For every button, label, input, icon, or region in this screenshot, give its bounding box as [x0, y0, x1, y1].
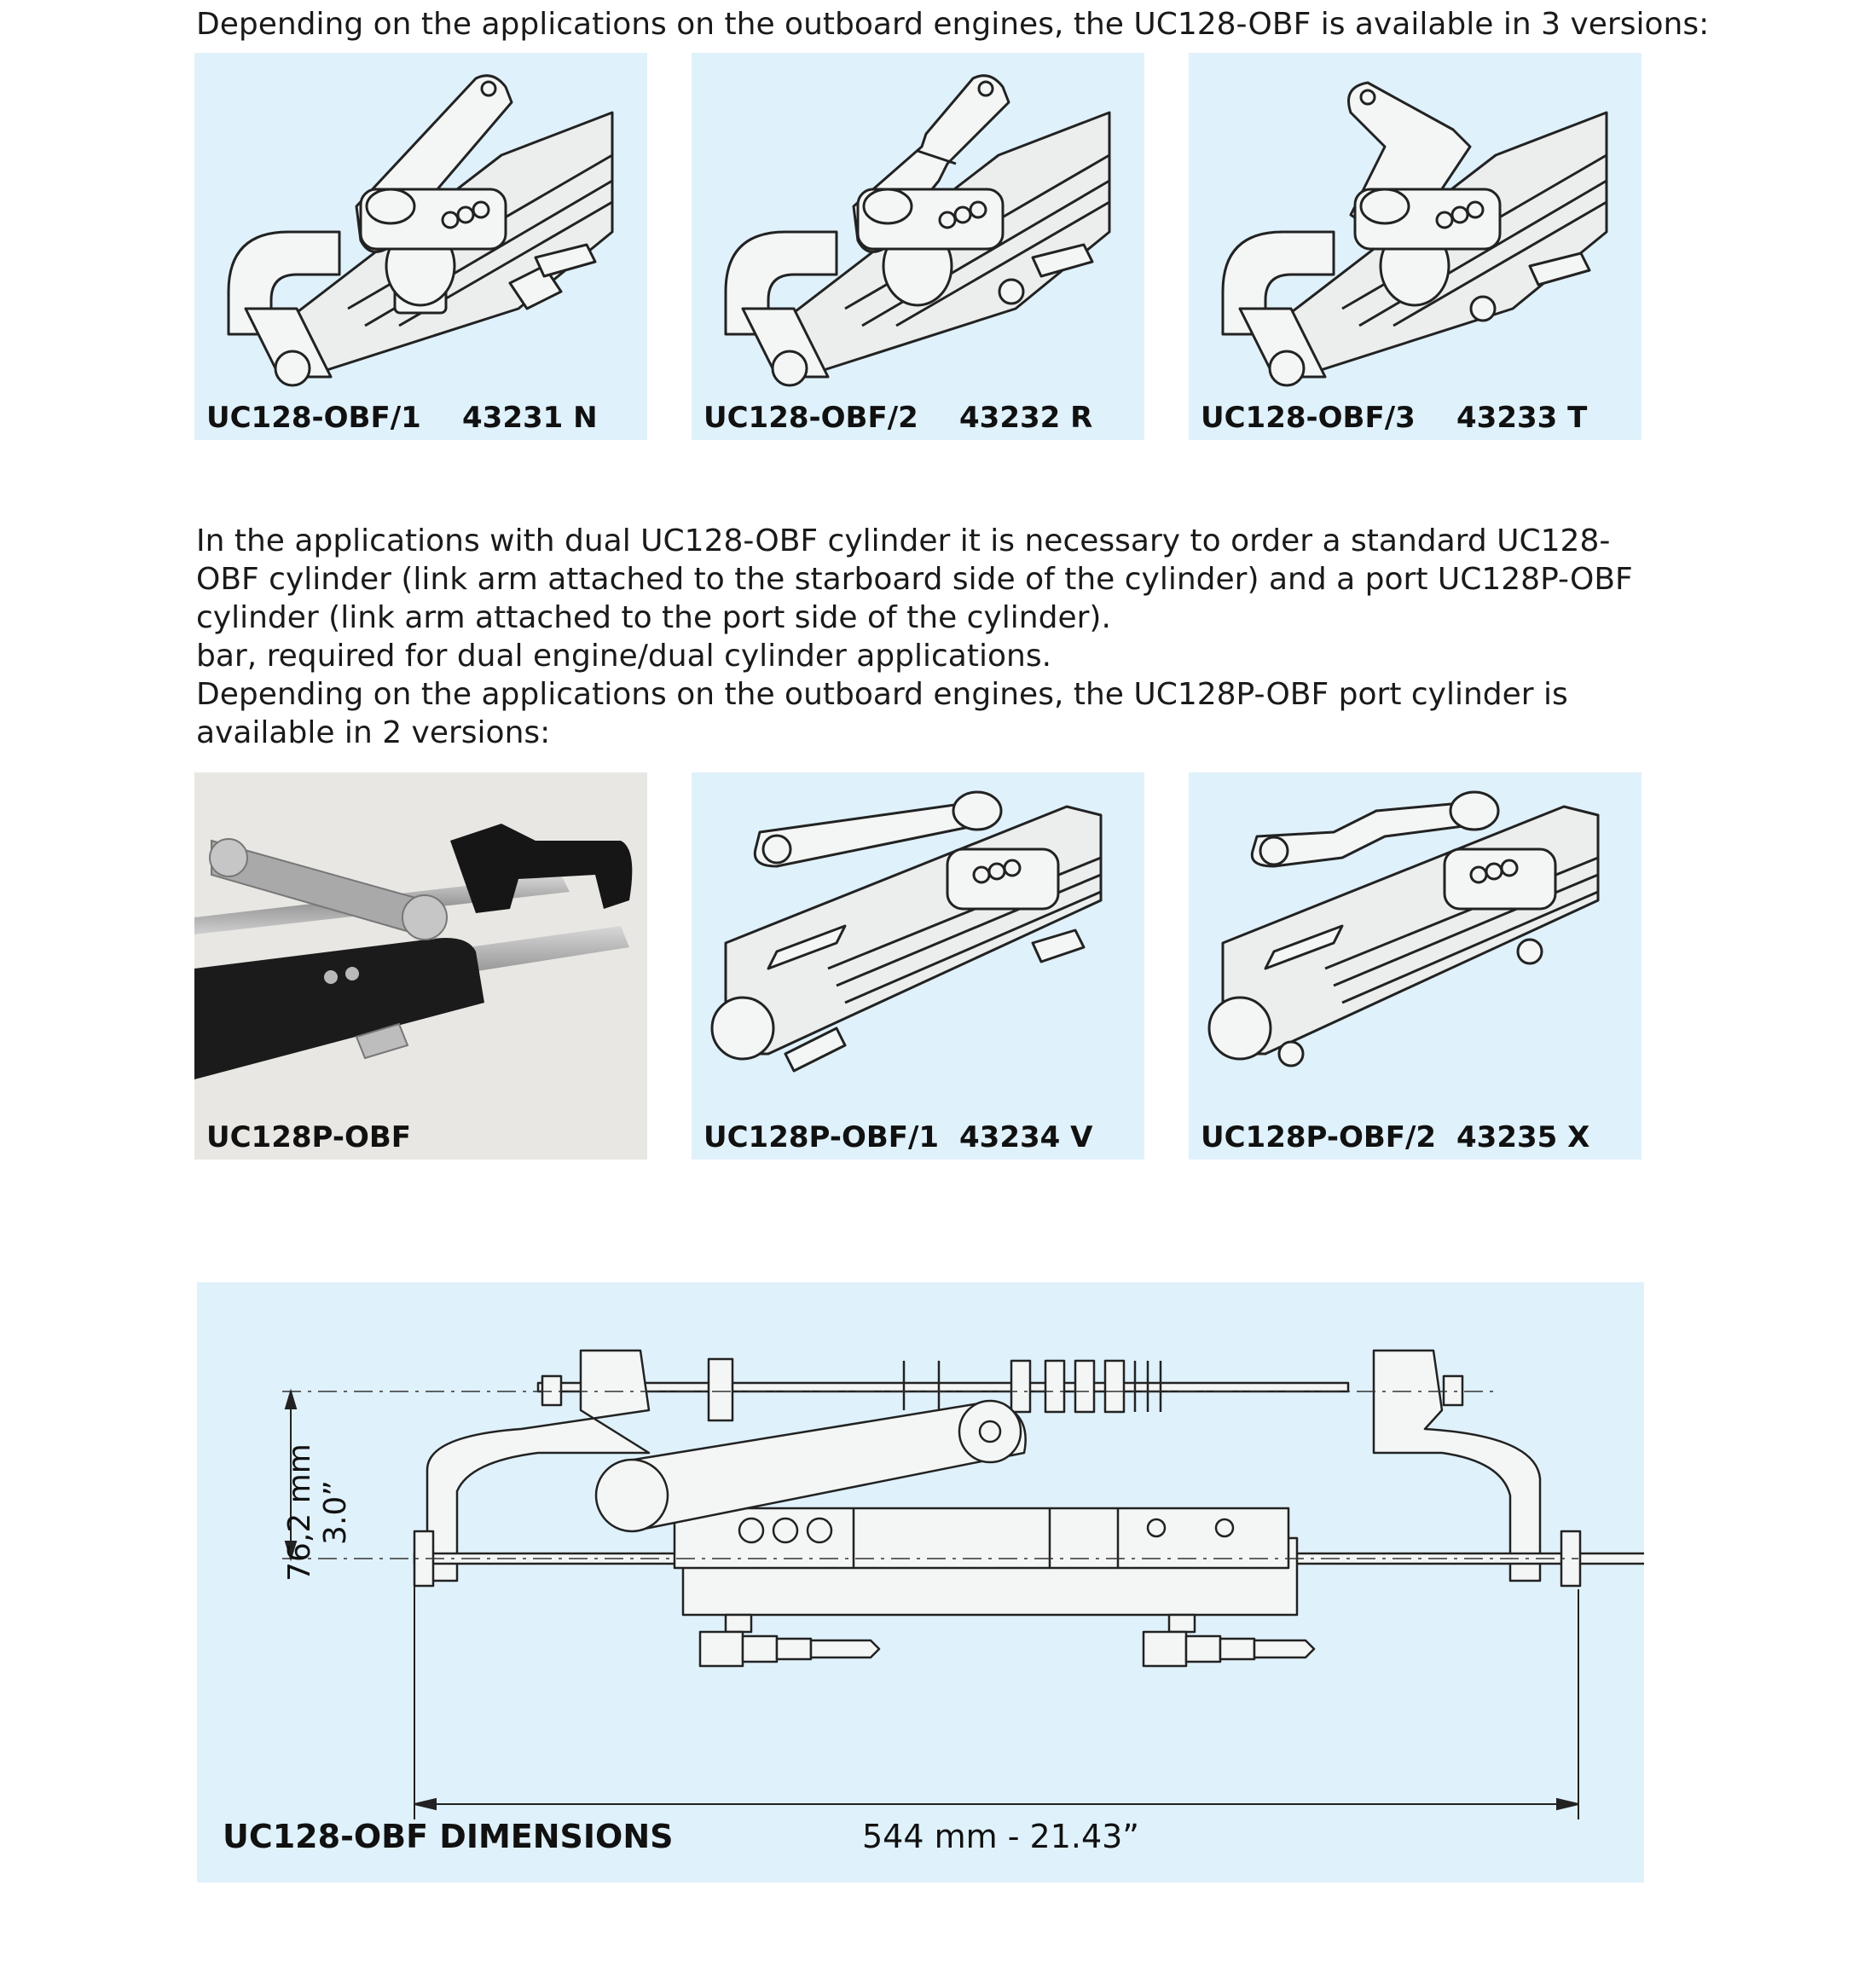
cylinder-drawing-offset-arm-icon: [1221, 81, 1608, 387]
port-model-0: UC128P-OBF: [206, 1120, 412, 1154]
version-card-2: UC128-OBF/2 43232 R: [692, 53, 1144, 440]
port-cylinder-drawing-straight-arm-icon: [710, 790, 1103, 1073]
cylinder-drawing-straight-arm-icon: [227, 74, 614, 387]
port-model-1: UC128P-OBF/1: [704, 1120, 940, 1154]
port-caption-0: UC128P-OBF: [206, 1119, 411, 1156]
version-code-3: 43233 T: [1456, 401, 1588, 435]
intro-line: Depending on the applications on the out…: [196, 7, 1710, 42]
dimensions-panel: 76,2 mm 3.0” UC128-OBF DIMENSIONS 544 mm…: [197, 1282, 1644, 1883]
dual-text-line-2: OBF cylinder (link arm attached to the s…: [196, 562, 1633, 597]
port-caption-1: UC128P-OBF/1 43234 V: [704, 1119, 1092, 1156]
port-caption-2: UC128P-OBF/2 43235 X: [1201, 1119, 1589, 1156]
version-model-2: UC128-OBF/2: [704, 401, 918, 435]
version-caption-1: UC128-OBF/1 43231 N: [206, 399, 598, 437]
version-card-3: UC128-OBF/3 43233 T: [1189, 53, 1642, 440]
dual-cylinder-text: In the applications with dual UC128-OBF …: [196, 522, 1663, 752]
dual-text-line-1: In the applications with dual UC128-OBF …: [196, 524, 1611, 558]
dimensions-title: UC128-OBF DIMENSIONS: [223, 1818, 674, 1855]
intro-text: Depending on the applications on the out…: [196, 5, 1710, 43]
dimension-drawing: [282, 1349, 1644, 1819]
version-caption-3: UC128-OBF/3 43233 T: [1201, 399, 1587, 437]
version-caption-2: UC128-OBF/2 43232 R: [704, 399, 1092, 437]
version-code-2: 43232 R: [959, 401, 1093, 435]
dual-text-line-5: Depending on the applications on the out…: [196, 677, 1568, 712]
dual-text-line-6: available in 2 versions:: [196, 715, 551, 750]
dual-text-line-4: bar, required for dual engine/dual cylin…: [196, 639, 1052, 674]
height-mm: 76,2 mm: [282, 1443, 317, 1582]
port-model-2: UC128P-OBF/2: [1201, 1120, 1437, 1154]
cylinder-photo-icon: [194, 772, 647, 1160]
port-cylinder-drawing-offset-arm-icon: [1207, 790, 1600, 1067]
port-code-1: 43234 V: [959, 1120, 1093, 1154]
version-card-1: UC128-OBF/1 43231 N: [194, 53, 647, 440]
cylinder-drawing-stepped-arm-icon: [724, 74, 1111, 387]
port-version-card-2: UC128P-OBF/2 43235 X: [1189, 772, 1642, 1160]
port-photo-card: UC128P-OBF: [194, 772, 647, 1160]
dual-text-line-3: cylinder (link arm attached to the port …: [196, 600, 1111, 635]
length-dimension-label: 544 mm - 21.43”: [862, 1818, 1139, 1855]
height-dimension-label: 76,2 mm 3.0”: [282, 1436, 368, 1589]
version-model-3: UC128-OBF/3: [1201, 401, 1416, 435]
port-code-2: 43235 X: [1456, 1120, 1590, 1154]
version-code-1: 43231 N: [462, 401, 598, 435]
version-model-1: UC128-OBF/1: [206, 401, 421, 435]
port-version-card-1: UC128P-OBF/1 43234 V: [692, 772, 1144, 1160]
height-in: 3.0”: [318, 1480, 353, 1545]
